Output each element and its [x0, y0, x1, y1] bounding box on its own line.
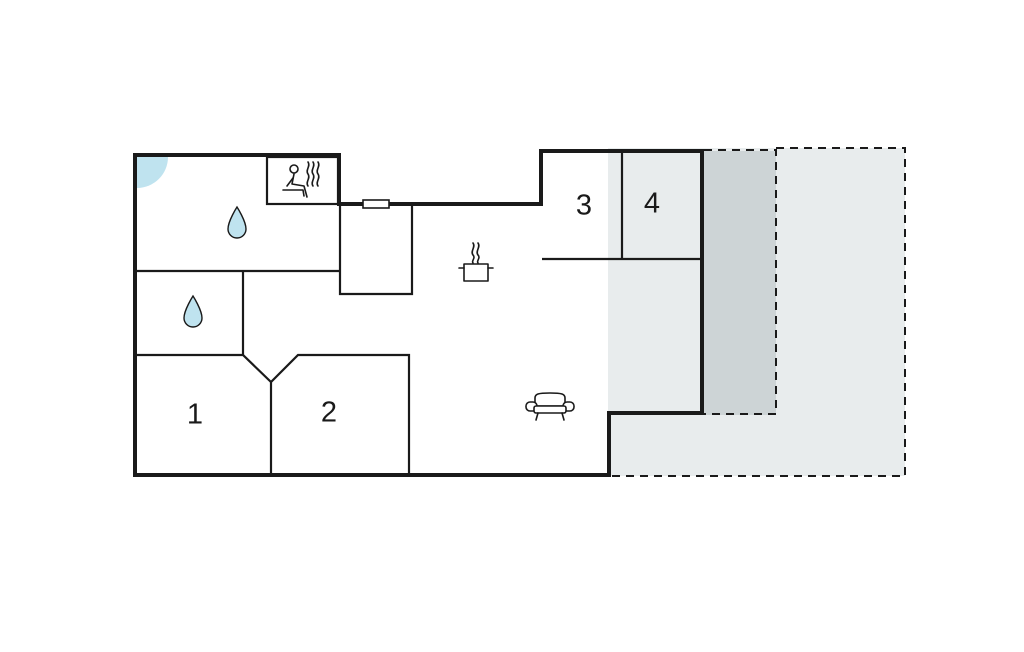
sauna-room: [265, 155, 340, 206]
wall-segment: [137, 353, 411, 473]
terrace-area: [608, 147, 906, 477]
armchair-icon: [525, 392, 575, 421]
interior-walls: [137, 152, 701, 473]
room-label-3: 3: [576, 190, 592, 222]
cooking-pot-icon: [458, 242, 494, 282]
water-drop-icon: [227, 205, 247, 239]
water-drop-icon: [183, 294, 203, 328]
terrace-outer-dashed-outline: [608, 147, 906, 477]
hallway-room: [338, 204, 414, 296]
sauna-icon: [282, 161, 320, 198]
covered-terrace: [704, 151, 776, 415]
window: [362, 199, 390, 209]
door-swing-icon: [137, 157, 168, 188]
room-label-4: 4: [644, 188, 660, 220]
room-label-2: 2: [321, 397, 337, 429]
room-label-1: 1: [187, 399, 203, 431]
terrace-dashed-outline: [704, 149, 777, 415]
